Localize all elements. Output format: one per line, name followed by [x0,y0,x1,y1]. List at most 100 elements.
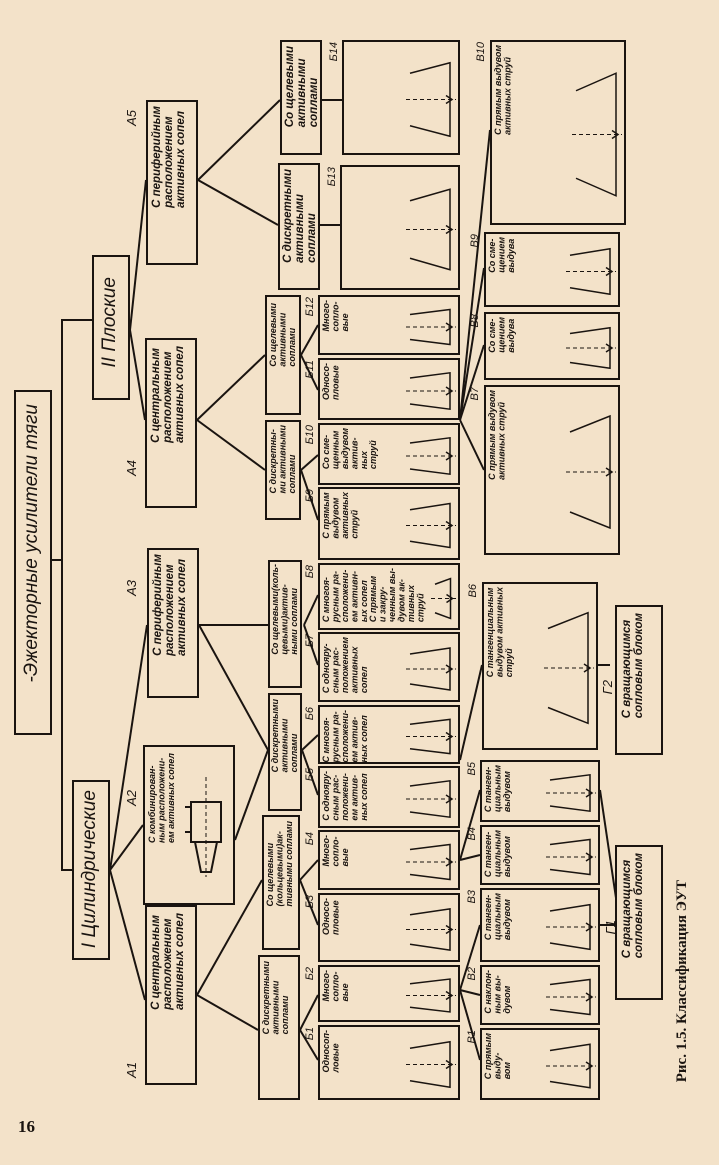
node-g1: С вращающимся сопловым блоком [615,845,663,1000]
node-v3-text: С танген- циальным выдувом [483,893,512,941]
v7-code: В7 [469,387,481,401]
nozzle-type-text: С дискретными активными соплами [261,961,290,1035]
nozzle-type-5: С дискретны- ми активными соплами [265,420,301,520]
node-a1: С центральным расположением активных соп… [145,905,197,1085]
node-b7: С однояру- сным рас- положением активных… [318,632,460,702]
nozzle-sketch-icon [544,611,594,725]
nozzle-type-4: Со щелевыми(коль- цевыми)актив- ными соп… [268,560,302,688]
node-b1: Односоп- ловые [318,1025,460,1100]
nozzle-sketch-icon [406,502,456,549]
node-v10-text: С прямым выдувом активных струй [493,45,513,135]
node-a4: С центральным расположением активных соп… [145,338,197,508]
node-b3-text: Односо- пловые [321,898,341,935]
b6-code: Б6 [304,707,316,721]
nozzle-sketch-icon [406,978,456,1013]
node-v2-text: С наклон- ным вы- дувом [483,970,512,1014]
b7-code: Б7 [304,634,316,648]
node-b10-text: Со сме- щенным выдувом актив- ных струй [321,428,379,470]
node-b12-text: Много- сопло- вые [321,300,350,332]
node-v6-text: С тангенциальным выдувом активных струй [485,587,514,678]
node-a5: С периферийным расположением активных со… [146,100,198,265]
node-v10: С прямым выдувом активных струй [490,40,626,225]
node-b14 [342,40,460,155]
node-g1-text: С вращающимся сопловым блоком [621,853,646,959]
nozzle-sketch-icon [430,577,456,620]
node-v1-text: С прямым выду- вом [483,1033,512,1080]
node-b12: Много- сопло- вые [318,295,460,355]
node-b4: Много- сопло- вые [318,830,460,890]
node-b7-text: С однояру- сным рас- положением активных… [321,637,369,694]
v1-code: В1 [466,1030,478,1044]
node-v8-text: Со сме- щением выдува [487,317,516,353]
a3-code: А3 [124,580,139,596]
figure-caption: Рис. 1.5. Классификация ЭУТ [674,880,690,1083]
node-v2: С наклон- ным вы- дувом [480,965,600,1025]
node-v1: С прямым выду- вом [480,1028,600,1100]
page-number: 16 [18,1117,35,1136]
node-g2-text: С вращающимся сопловым блоком [621,613,646,719]
node-v9: Со сме- щением выдува [484,232,620,307]
group-flat-label: II Плоские [99,277,120,368]
b13-code: Б13 [326,167,338,187]
node-v8: Со сме- щением выдува [484,312,620,380]
group-flat: II Плоские [92,255,130,400]
node-v5-text: С танген- циальным выдувом [483,765,512,813]
v8-code: В8 [469,314,481,328]
nozzle-sketch-icon [406,371,456,411]
g2-code: Г2 [600,680,615,695]
node-b5: С однояру- сным рас- положени- ем актив-… [318,766,460,828]
node-b9-text: С прямым выдувом активных струй [321,492,360,539]
v5-code: В5 [466,762,478,776]
b1-code: Б1 [304,1027,316,1041]
nozzle-sketch-icon [566,414,616,530]
node-v4: С танген- циальным выдувом [480,825,600,885]
node-v7-text: С прямым выдувом активных струй [487,390,507,480]
node-a4-text: С центральным расположением активных соп… [150,346,187,443]
node-b8-text: С многоя- русным ра- сположени- ем актив… [321,568,426,623]
group-cylindrical-label: I Цилиндрические [79,790,100,949]
node-b2: Много- сопло- вые [318,965,460,1022]
node-v3: С танген- циальным выдувом [480,888,600,962]
v9-code: В9 [469,234,481,248]
nozzle-sketch-icon [406,308,456,346]
nozzle-type-text: С дискретными активными соплами [270,699,299,773]
nozzle-type-3: С дискретными активными соплами [268,693,302,811]
node-v5: С танген- циальным выдувом [480,760,600,822]
nozzle-sketch-icon [406,907,456,952]
node-a2: С комбинирован- ным расположени- ем акти… [143,745,235,905]
nozzle-type-7: С дискретными активными соплами [278,163,320,290]
group-cylindrical: I Цилиндрические [72,780,110,960]
node-b11: Односо- пловые [318,358,460,420]
node-v9-text: Со сме- щением выдува [487,237,516,273]
b11-code: Б11 [304,360,316,379]
nozzle-type-text: С дискретными активными соплами [282,169,319,263]
v6-code: В6 [467,584,479,598]
nozzle-sketch-icon [406,843,456,881]
node-b2-text: Много- сопло- вые [321,970,350,1002]
nozzle-type-6: Со щелевыми активными соплами [265,295,301,415]
node-a5-text: С периферийным расположением активных со… [151,106,188,208]
node-g2: С вращающимся сопловым блоком [615,605,663,755]
node-b8: С многоя- русным ра- сположени- ем актив… [318,563,460,630]
nozzle-type-1: С дискретными активными соплами [258,955,300,1100]
nozzle-type-text: Со щелевыми активными соплами [268,303,297,367]
node-b11-text: Односо- пловые [321,363,341,400]
a4-code: А4 [124,460,139,476]
nozzle-sketch-icon [546,773,596,813]
root-title: -Эжекторные усилители тяги [21,404,42,683]
nozzle-type-8: Со щелевыми активными соплами [280,40,322,155]
b8-code: Б8 [304,565,316,579]
node-b3: Односо- пловые [318,893,460,962]
b4-code: Б4 [304,832,316,846]
nozzle-sketch-icon [546,978,596,1016]
node-b6-text: С многоя- русным ра- сположени- ем актив… [321,710,369,763]
nozzle-sketch-icon [406,1040,456,1089]
b3-code: Б3 [304,895,316,909]
a1-code: А1 [124,1062,139,1078]
nozzle-sketch-icon [406,718,456,755]
nozzle-sketch-icon [185,777,222,877]
b2-code: Б2 [304,967,316,981]
node-b4-text: Много- сопло- вые [321,835,350,867]
v3-code: В3 [466,890,478,904]
nozzle-sketch-icon [406,647,456,691]
